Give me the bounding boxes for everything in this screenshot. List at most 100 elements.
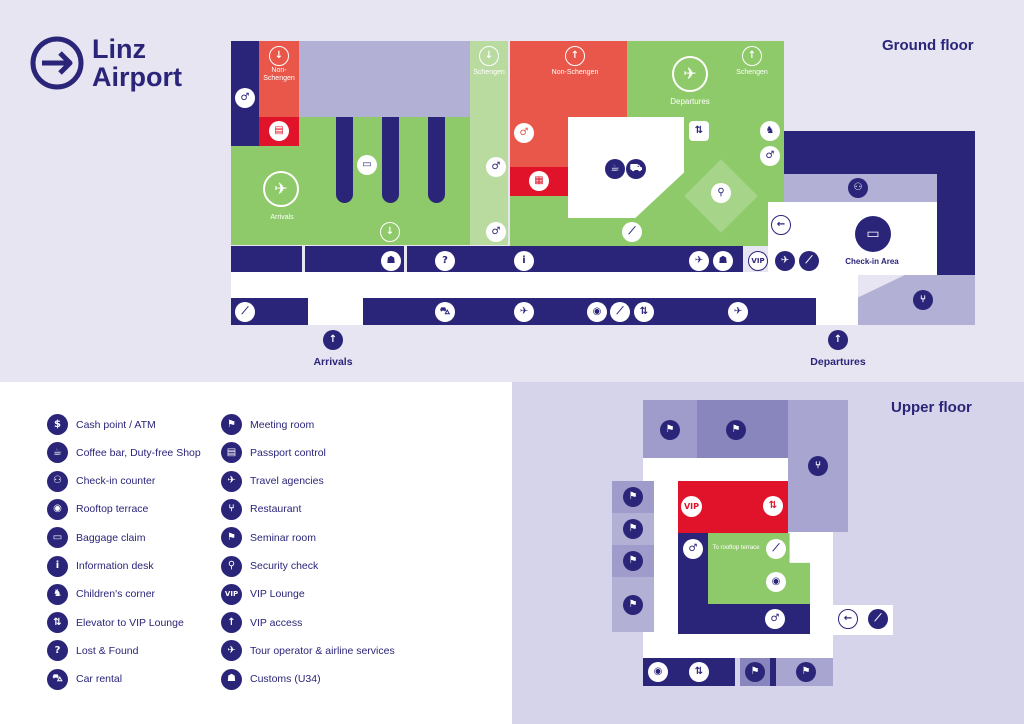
legend-label: Rooftop terrace [76,503,149,516]
seminar-room-icon: ⚑ [623,519,643,539]
logo-line-1: Linz [92,34,146,64]
legend-row-right-2: ✈Travel agencies [221,470,324,492]
checkin-counter-icon: ⚇ [47,470,68,492]
departures-entrance-arrow-icon: ↑ [828,330,848,350]
legend-row-left-0: $Cash point / ATM [47,414,156,435]
rooftop-terrace-icon: ◉ [587,302,607,322]
legend-label: Information desk [76,560,154,572]
upper-floor-title: Upper floor [891,399,972,416]
down-arrow-icon: ↓ [380,222,400,242]
arrivals-plane-icon: ✈ [263,171,299,207]
rooftop-terrace-label: To rooftop terrace [712,545,760,551]
legend-label: Travel agencies [250,475,324,488]
legend-label: Seminar room [250,531,316,544]
baggage-belt-1 [336,117,353,203]
legend-label: Customs (U34) [250,673,321,686]
legend-row-right-0: ⚑Meeting room [221,414,314,435]
seminar-room-icon: ⚑ [623,487,643,507]
passport-control-icon: ▤ [221,442,242,464]
lost-found-icon: ? [47,640,68,662]
customs-icon: ☗ [713,251,733,271]
legend-row-left-2: ⚇Check-in counter [47,470,155,492]
vip-elevator-icon: ⇅ [689,662,709,682]
checkin-hall [768,202,937,275]
corridor-gap-2 [404,246,407,272]
tour-operator-icon: ✈ [221,640,242,662]
schengen-departures-label: Schengen [736,69,768,76]
rooftop-terrace-icon: ◉ [47,498,68,520]
seminar-room-icon: ⚑ [623,595,643,615]
legend-row-left-8: ? Lost & Found [47,640,139,662]
car-rental-icon: ⛍ [435,302,455,322]
legend-right-column: ⚑Meeting room▤Passport control✈Travel ag… [221,414,451,704]
up-arrow-icon: ↑ [742,46,762,66]
toilets-icon: ♂ [683,539,703,559]
non-schengen-arrivals-label: Non- Schengen [263,67,295,82]
toilets-icon: ♂ [514,123,534,143]
legend-row-left-9: ⛍ Car rental [47,668,123,690]
corridor-gap-1 [302,246,305,272]
vip-access-icon: VIP [748,251,768,271]
schengen-arrivals-zone [470,41,508,245]
duty-free-icon: ▦ [529,171,549,191]
customs-icon: ☗ [221,668,242,690]
legend-panel [0,382,512,724]
toilets-icon: ♂ [765,609,785,629]
passport-control-icon: ▤ [269,121,289,141]
seminar-room-icon: ⚑ [221,527,242,549]
legend-row-right-4: ⚑ Seminar room [221,527,316,549]
coffee-bar-icon: ☕ [605,159,625,179]
legend-label: Car rental [76,673,123,686]
corridor-mid-white [231,272,858,298]
baggage-claim-icon: ▭ [47,527,68,549]
up-arrow-icon: ↑ [565,46,585,66]
security-check-icon: ⚲ [221,555,242,577]
arrivals-hall-label: Arrivals [270,214,294,221]
legend-row-left-3: ◉ Rooftop terrace [47,498,149,520]
restaurant-icon: ⑂ [221,498,242,520]
legend-row-left-6: ♞Children's corner [47,583,155,605]
atm-icon: $ [47,414,68,435]
coffee-dutyfree-icon: ☕ [47,442,68,464]
escalator-icon: ⟋ [610,302,630,322]
down-arrow-icon: ↓ [269,46,289,66]
airport-logo: Linz Airport [30,34,210,96]
arrivals-exit-arrow-icon: ↑ [323,330,343,350]
meeting-room-icon: ⚑ [745,662,765,682]
toilets-icon: ♂ [235,88,255,108]
vip-elevator-icon: ⇅ [689,121,709,141]
legend-label: Baggage claim [76,531,146,544]
escalator-icon: ⟋ [622,222,642,242]
meeting-room-icon: ⚑ [796,662,816,682]
baggage-belt-3 [428,117,445,203]
legend-row-right-8: ✈ Tour operator & airline services [221,640,395,662]
legend-row-left-1: ☕ Coffee bar, Duty-free Shop [47,442,201,464]
lower-corridor-end [816,298,858,325]
checkin-counter-icon: ⚇ [848,178,868,198]
schengen-arrivals-label: Schengen [473,69,505,76]
legend-row-left-4: ▭ Baggage claim [47,527,146,549]
vip-elevator-icon: ⇅ [763,496,783,516]
arrivals-flow-label: Arrivals [313,356,353,368]
legend-label: Tour operator & airline services [250,644,395,657]
tour-operator-icon: ✈ [689,251,709,271]
restaurant-icon: ⑂ [913,290,933,310]
rooftop-terrace-icon: ◉ [648,662,668,682]
information-icon: i [47,555,68,577]
duty-free-shop-icon: ⛟ [626,159,646,179]
legend-label: Lost & Found [76,644,139,657]
customs-icon: ☗ [381,251,401,271]
legend-row-left-7: ⇅Elevator to VIP Lounge [47,612,184,634]
upper-corridor-bottom [678,604,810,634]
legend-label: Coffee bar, Duty-free Shop [76,446,201,459]
legend-label: Security check [250,560,319,572]
toilets-icon: ♂ [486,222,506,242]
childrens-corner-icon: ♞ [760,121,780,141]
security-check-icon: ⚲ [711,183,731,203]
non-schengen-departures-label: Non-Schengen [551,69,599,76]
escalator-icon: ⟋ [766,539,786,559]
tour-operator-icon: ✈ [514,302,534,322]
car-rental-icon: ⛍ [47,668,68,690]
escalator-icon: ⟋ [799,251,819,271]
baggage-checkin-icon: ▭ [855,216,891,252]
